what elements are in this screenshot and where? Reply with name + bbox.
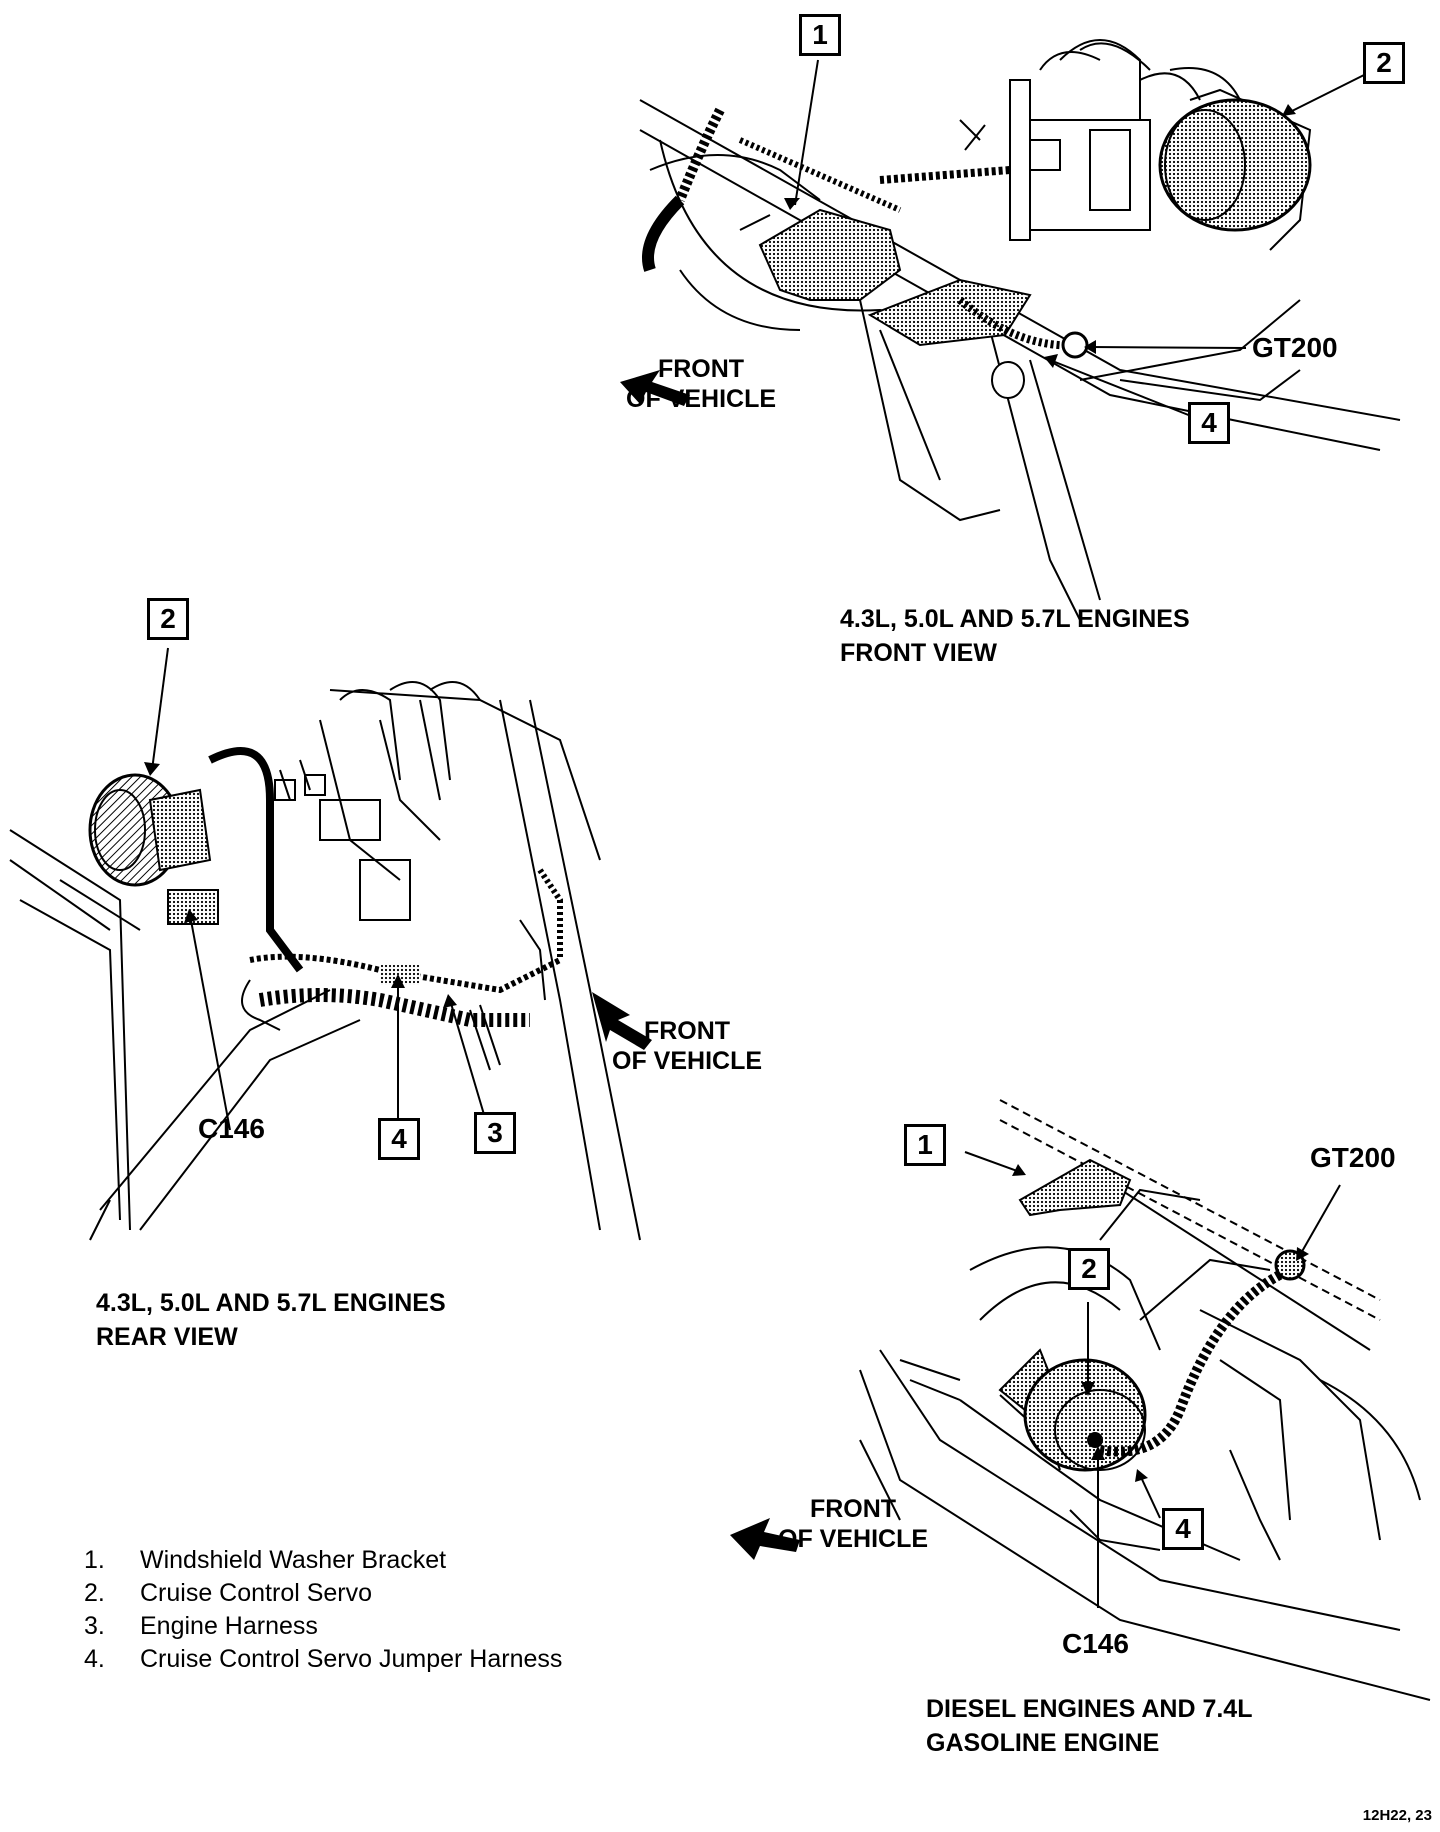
diesel-gt200-label: GT200 xyxy=(1310,1142,1396,1173)
legend-item: 4. Cruise Control Servo Jumper Harness xyxy=(84,1643,562,1676)
diesel-view-direction-line2: OF VEHICLE xyxy=(778,1525,929,1553)
legend-number: 3. xyxy=(84,1612,105,1640)
legend-item: 2. Cruise Control Servo xyxy=(84,1577,562,1610)
diesel-view-caption: DIESEL ENGINES AND 7.4L GASOLINE ENGINE xyxy=(926,1692,1252,1760)
front-view-caption: 4.3L, 5.0L AND 5.7L ENGINES FRONT VIEW xyxy=(840,602,1190,670)
diesel-view-direction: FRONT OF VEHICLE xyxy=(778,1494,928,1554)
front-callout-2: 2 xyxy=(1363,42,1405,84)
rear-view-caption: 4.3L, 5.0L AND 5.7L ENGINES REAR VIEW xyxy=(96,1286,446,1354)
rear-callout-2: 2 xyxy=(147,598,189,640)
legend-number: 2. xyxy=(84,1579,105,1607)
jumper-harness-diesel xyxy=(1099,1265,1293,1457)
front-view-caption-line2: FRONT VIEW xyxy=(840,639,997,667)
rear-callout-4: 4 xyxy=(378,1118,420,1160)
figure-id: 12H22, 23 xyxy=(1362,1807,1432,1824)
legend-text: Engine Harness xyxy=(140,1612,318,1640)
rear-view-caption-line1: 4.3L, 5.0L AND 5.7L ENGINES xyxy=(96,1289,446,1317)
diesel-c146-label: C146 xyxy=(1062,1628,1129,1659)
diesel-callout-4: 4 xyxy=(1162,1508,1204,1550)
legend-item: 1. Windshield Washer Bracket xyxy=(84,1544,562,1577)
rear-view-direction-line2: OF VEHICLE xyxy=(612,1047,763,1075)
rear-view-direction-line1: FRONT xyxy=(643,1017,731,1045)
legend: 1. Windshield Washer Bracket 2. Cruise C… xyxy=(84,1544,562,1676)
rear-callout-3: 3 xyxy=(474,1112,516,1154)
legend-text: Cruise Control Servo xyxy=(140,1579,373,1607)
rear-view-direction: FRONT OF VEHICLE xyxy=(612,1016,762,1076)
front-view-direction-line2: OF VEHICLE xyxy=(626,385,777,413)
front-gt200-label: GT200 xyxy=(1252,332,1338,363)
rear-view-caption-line2: REAR VIEW xyxy=(96,1323,238,1351)
diesel-callout-2: 2 xyxy=(1068,1248,1110,1290)
legend-number: 1. xyxy=(84,1546,105,1574)
jumper-harness-front xyxy=(867,278,1032,347)
diesel-callout-1: 1 xyxy=(904,1124,946,1166)
diesel-view-caption-line2: GASOLINE ENGINE xyxy=(926,1729,1160,1757)
front-view-caption-line1: 4.3L, 5.0L AND 5.7L ENGINES xyxy=(840,605,1190,633)
front-callout-4: 4 xyxy=(1188,402,1230,444)
washer-bracket-front xyxy=(758,208,902,301)
legend-text: Windshield Washer Bracket xyxy=(140,1546,447,1574)
legend-text: Cruise Control Servo Jumper Harness xyxy=(140,1645,563,1673)
front-view-direction-line1: FRONT xyxy=(657,355,745,383)
legend-item: 3. Engine Harness xyxy=(84,1610,562,1643)
diesel-view-drawing xyxy=(859,1099,1431,1701)
rear-c146-label: C146 xyxy=(198,1113,265,1144)
rear-view-drawing xyxy=(9,681,641,1241)
diesel-view-direction-line1: FRONT xyxy=(809,1495,897,1523)
cruise-servo-diesel xyxy=(1023,1358,1147,1472)
washer-bracket-diesel xyxy=(1018,1158,1132,1217)
diesel-view-caption-line1: DIESEL ENGINES AND 7.4L xyxy=(926,1695,1253,1723)
front-callout-1: 1 xyxy=(799,14,841,56)
legend-number: 4. xyxy=(84,1645,105,1673)
cruise-servo-front xyxy=(1158,98,1312,232)
front-view-direction: FRONT OF VEHICLE xyxy=(626,354,776,414)
front-view-drawing xyxy=(639,39,1401,621)
